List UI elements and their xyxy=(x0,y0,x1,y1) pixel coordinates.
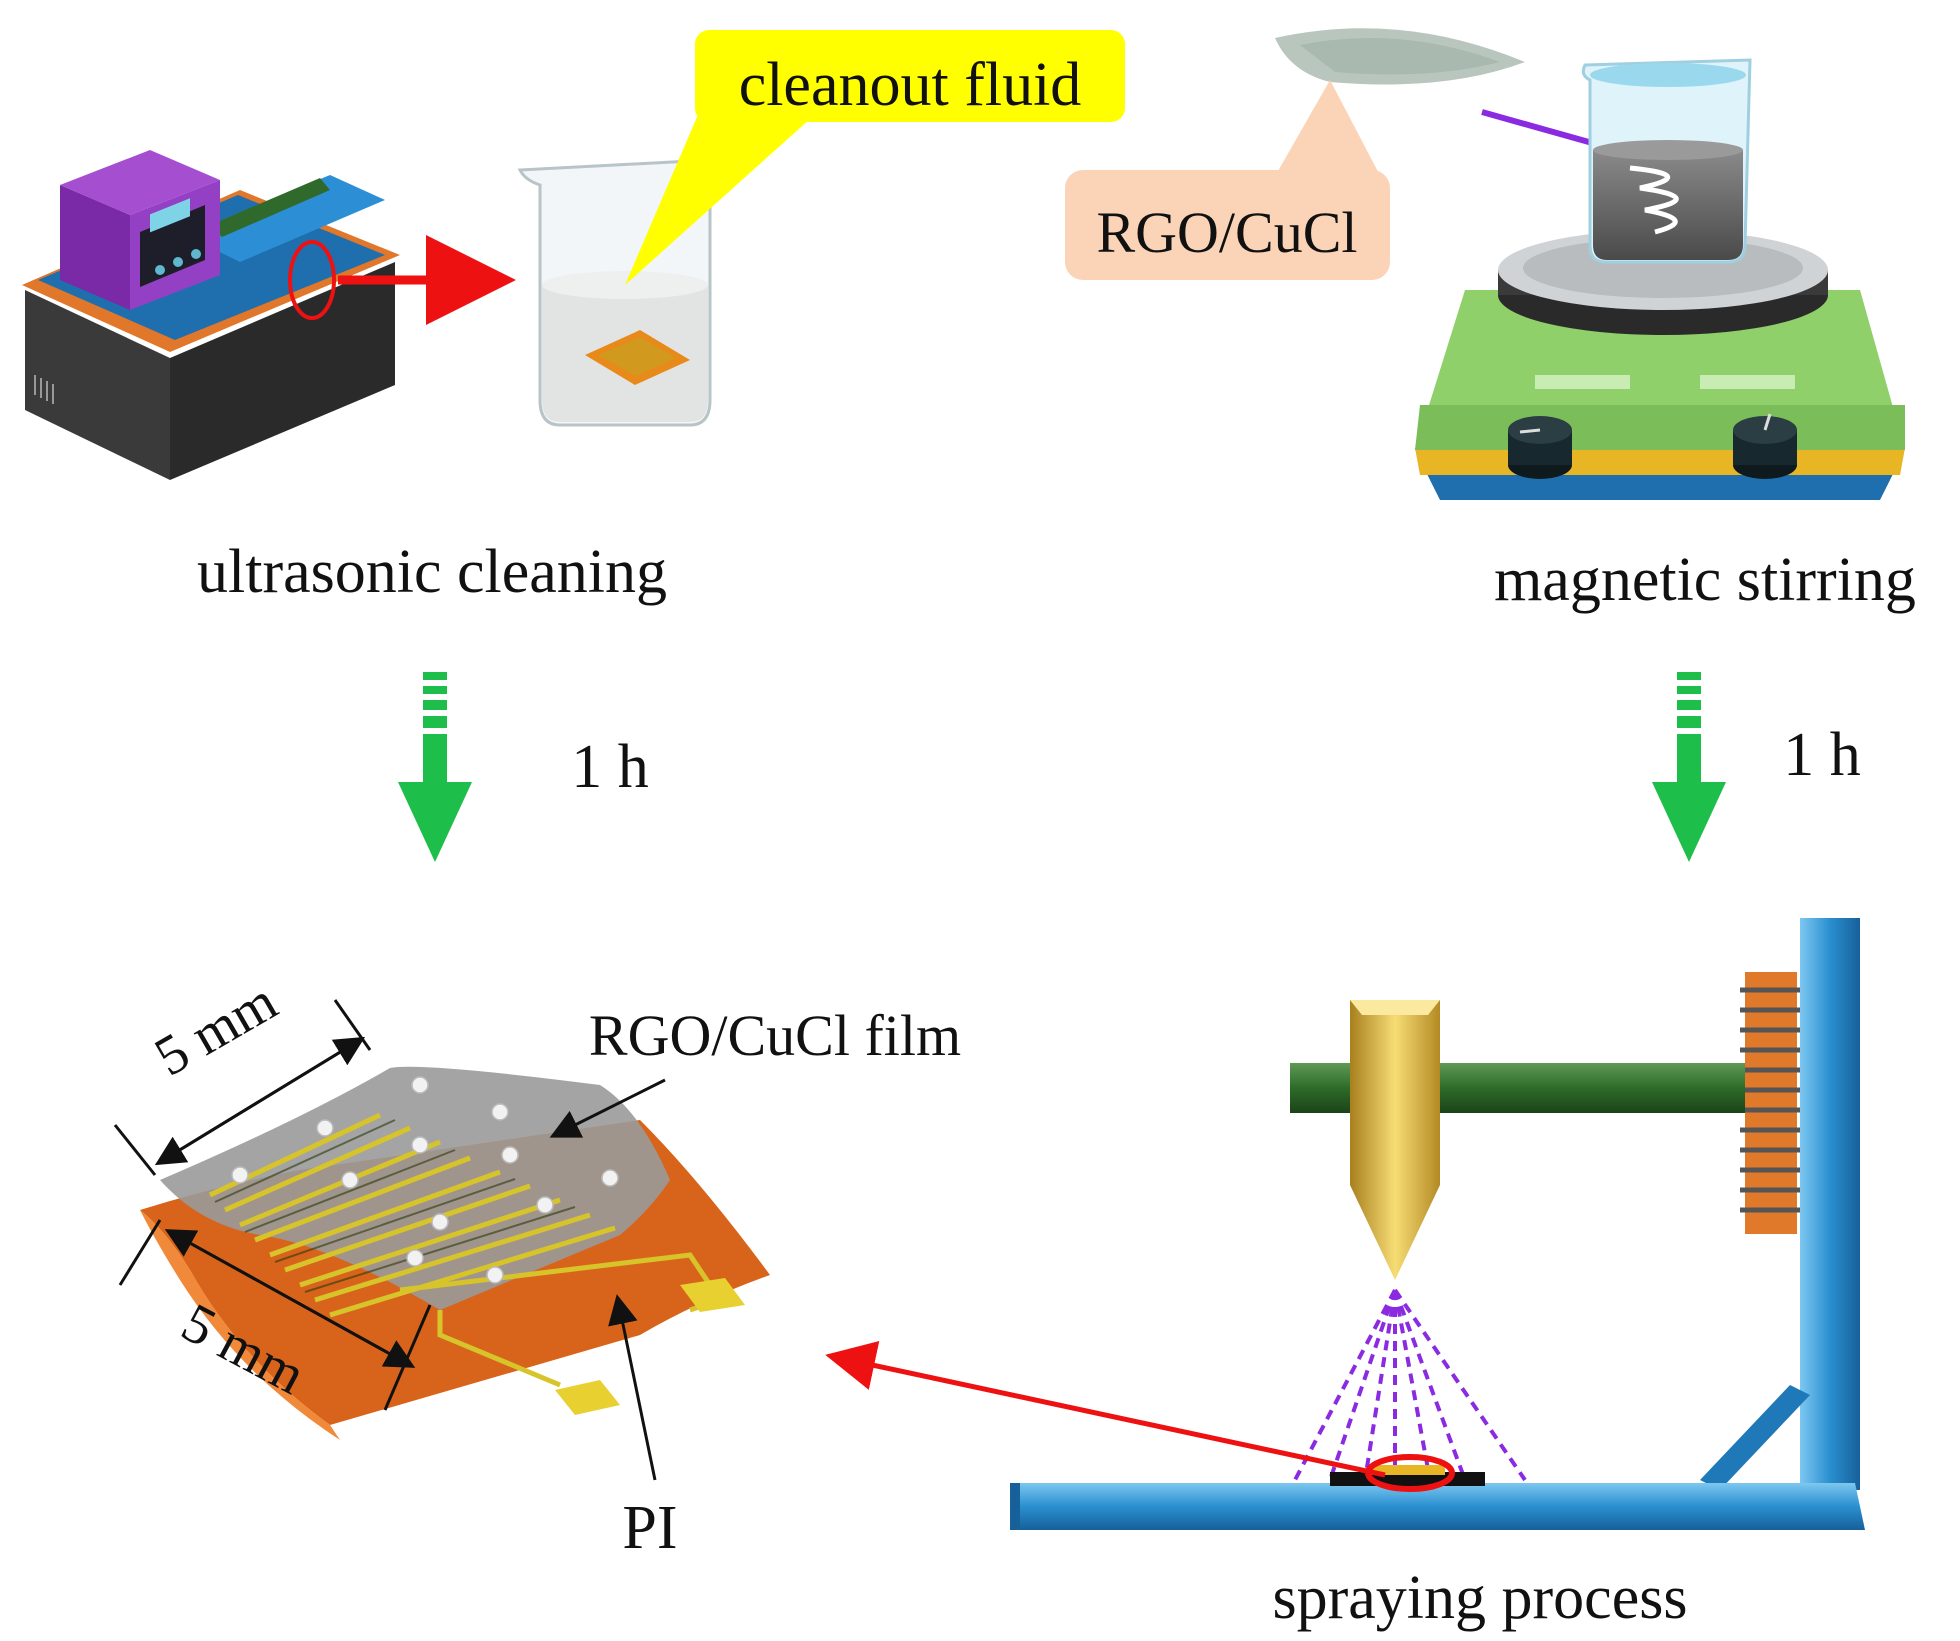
magnetic-stirring-label: magnetic stirring xyxy=(1494,546,1916,614)
magnetic-stirrer-icon xyxy=(1415,58,1905,500)
dimension-bottom xyxy=(118,1219,432,1411)
pi-label: PI xyxy=(622,1494,677,1562)
film-pointer xyxy=(549,1078,666,1138)
time-left-label: 1 h xyxy=(571,733,649,801)
cleanout-fluid-callout: cleanout fluid xyxy=(625,30,1125,285)
dimension-top xyxy=(113,999,372,1176)
left-down-arrow-icon xyxy=(398,672,472,862)
film-label: RGO/CuCl film xyxy=(589,1003,961,1068)
ultrasonic-cleaner-icon xyxy=(22,150,400,480)
spraying-apparatus-icon xyxy=(1010,918,1865,1530)
rgo-cucl-label: RGO/CuCl xyxy=(1096,200,1357,265)
right-down-arrow-icon xyxy=(1652,672,1726,862)
ultrasonic-cleaning-label: ultrasonic cleaning xyxy=(197,538,667,606)
pi-pointer xyxy=(608,1294,657,1481)
spraying-process-label: spraying process xyxy=(1273,1564,1688,1632)
rgo-cucl-callout: RGO/CuCl xyxy=(1065,80,1390,280)
substrate-to-sensor-arrow xyxy=(825,1340,1386,1478)
sensor-icon xyxy=(140,1066,770,1440)
rgo-powder-icon xyxy=(1275,28,1525,85)
time-right-label: 1 h xyxy=(1783,721,1861,789)
cleanout-fluid-label: cleanout fluid xyxy=(739,51,1082,119)
dim-top-label: 5 mm xyxy=(145,970,288,1088)
